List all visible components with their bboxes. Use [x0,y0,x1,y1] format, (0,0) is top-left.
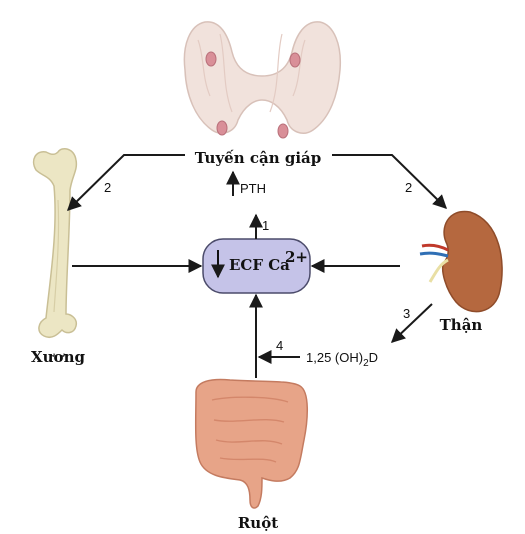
ecf-calcium-superscript: 2+ [285,248,308,266]
step-1-label: 1 [262,218,269,233]
pth-label: PTH [240,181,266,196]
vitamin-d-label: 1,25 (OH)2D [306,350,378,369]
ecf-calcium-label: ECF Ca [229,256,290,274]
bone-label: Xương [31,348,85,366]
step-2-bone-label: 2 [104,180,111,195]
arrow-kidney-to-vitamin-d [390,303,433,343]
intestine-icon [194,378,308,509]
intestine-label: Ruột [238,514,278,532]
kidney-label: Thận [440,316,483,334]
arrow-parathyroid-to-kidney [332,154,447,209]
step-4-label: 4 [276,338,283,353]
step-3-label: 3 [403,306,410,321]
step-2-kidney-label: 2 [405,180,412,195]
arrow-parathyroid-to-bone [67,154,185,211]
bone-icon [32,147,78,339]
parathyroid-gland-icon [183,21,342,139]
parathyroid-label: Tuyến cận giáp [195,149,321,167]
ecf-calcium-node: ECF Ca 2+ [202,238,311,294]
kidney-icon [419,210,503,313]
